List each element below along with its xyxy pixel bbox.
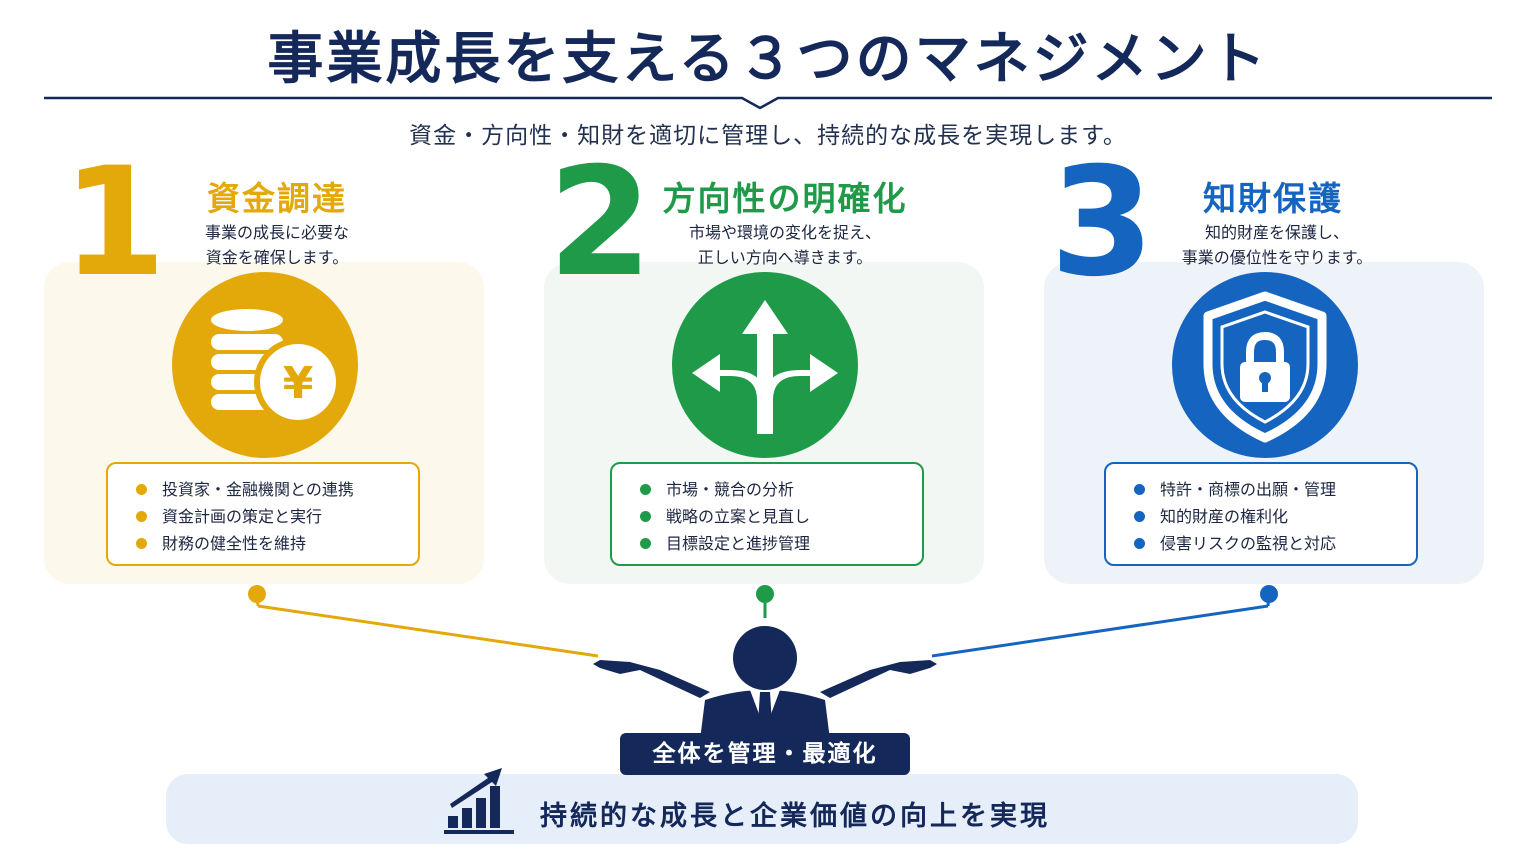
pillar-1-description: 事業の成長に必要な 資金を確保します。 xyxy=(112,220,442,270)
bottom-message: 持続的な成長と企業価値の向上を実現 xyxy=(540,801,1050,832)
list-item: 資金計画の策定と実行 xyxy=(136,503,418,530)
connector-2-dot xyxy=(756,585,774,603)
coins-yen-icon: ¥ xyxy=(172,272,358,458)
pillar-2-heading: 方向性の明確化 xyxy=(662,179,908,218)
manager-connectors xyxy=(248,585,1278,740)
pillar-2-number: 2 xyxy=(548,136,653,310)
pillar-2-desc-line1: 市場や環境の変化を捉え、 xyxy=(688,223,881,242)
pillar-3-desc-line1: 知的財産を保護し、 xyxy=(1204,223,1349,242)
manager-figure-icon xyxy=(593,626,937,740)
shield-lock-icon xyxy=(1172,272,1358,458)
pillar-3-description: 知的財産を保護し、 事業の優位性を守ります。 xyxy=(1112,220,1442,270)
connector-1-dot xyxy=(248,585,266,603)
bullet-dot xyxy=(1134,484,1145,495)
pillar-3-desc-line2: 事業の優位性を守ります。 xyxy=(1181,248,1373,267)
bullet-dot xyxy=(640,538,651,549)
list-item: 知的財産の権利化 xyxy=(1134,503,1416,530)
connector-3-dot xyxy=(1260,585,1278,603)
manager-label: 全体を管理・最適化 xyxy=(620,733,910,775)
title-divider xyxy=(44,96,1492,110)
pillar-1-number: 1 xyxy=(62,136,167,310)
bullet-dot xyxy=(136,538,147,549)
pillar-2-list: 市場・競合の分析 戦略の立案と見直し 目標設定と進捗管理 xyxy=(610,462,924,566)
pillar-2-desc-line2: 正しい方向へ導きます。 xyxy=(697,248,873,267)
pillar-3-number: 3 xyxy=(1050,136,1155,310)
pillar-1-item-3: 財務の健全性を維持 xyxy=(162,534,307,553)
bullet-dot xyxy=(136,484,147,495)
pillar-1-item-2: 資金計画の策定と実行 xyxy=(162,507,323,526)
list-item: 財務の健全性を維持 xyxy=(136,530,418,557)
svg-text:¥: ¥ xyxy=(283,358,314,409)
list-item: 侵害リスクの監視と対応 xyxy=(1134,530,1416,557)
bottom-banner xyxy=(166,774,1358,844)
pillar-3-heading: 知財保護 xyxy=(1203,179,1343,218)
list-item: 投資家・金融機関との連携 xyxy=(136,476,418,503)
list-item: 特許・商標の出願・管理 xyxy=(1134,476,1416,503)
list-item: 目標設定と進捗管理 xyxy=(640,530,922,557)
direction-arrows-icon xyxy=(672,272,858,458)
page-title: 事業成長を支える３つのマネジメント xyxy=(267,27,1269,92)
connector-1-line xyxy=(257,604,599,658)
bullet-dot xyxy=(640,511,651,522)
list-item: 市場・競合の分析 xyxy=(640,476,922,503)
pillar-2-item-3: 目標設定と進捗管理 xyxy=(666,534,811,553)
pillar-2-item-1: 市場・競合の分析 xyxy=(666,480,795,499)
pillar-3-item-2: 知的財産の権利化 xyxy=(1160,507,1289,526)
pillar-1-desc-line1: 事業の成長に必要な xyxy=(204,223,349,242)
pillar-1-desc-line2: 資金を確保します。 xyxy=(205,248,349,267)
connector-3-line xyxy=(931,604,1269,658)
bullet-dot xyxy=(640,484,651,495)
pillar-3-item-1: 特許・商標の出願・管理 xyxy=(1160,480,1337,499)
pillar-3-list: 特許・商標の出願・管理 知的財産の権利化 侵害リスクの監視と対応 xyxy=(1104,462,1418,566)
pillar-3-item-3: 侵害リスクの監視と対応 xyxy=(1160,534,1337,553)
bullet-dot xyxy=(1134,538,1145,549)
pillar-1-list: 投資家・金融機関との連携 資金計画の策定と実行 財務の健全性を維持 xyxy=(106,462,420,566)
growth-chart-icon xyxy=(444,768,514,834)
pillar-1-item-1: 投資家・金融機関との連携 xyxy=(162,480,354,499)
pillar-2-description: 市場や環境の変化を捉え、 正しい方向へ導きます。 xyxy=(620,220,950,270)
subtitle: 資金・方向性・知財を適切に管理し、持続的な成長を実現します。 xyxy=(409,123,1127,149)
list-item: 戦略の立案と見直し xyxy=(640,503,922,530)
bullet-dot xyxy=(136,511,147,522)
pillar-1-heading: 資金調達 xyxy=(207,179,347,218)
bullet-dot xyxy=(1134,511,1145,522)
pillar-2-item-2: 戦略の立案と見直し xyxy=(666,507,811,526)
